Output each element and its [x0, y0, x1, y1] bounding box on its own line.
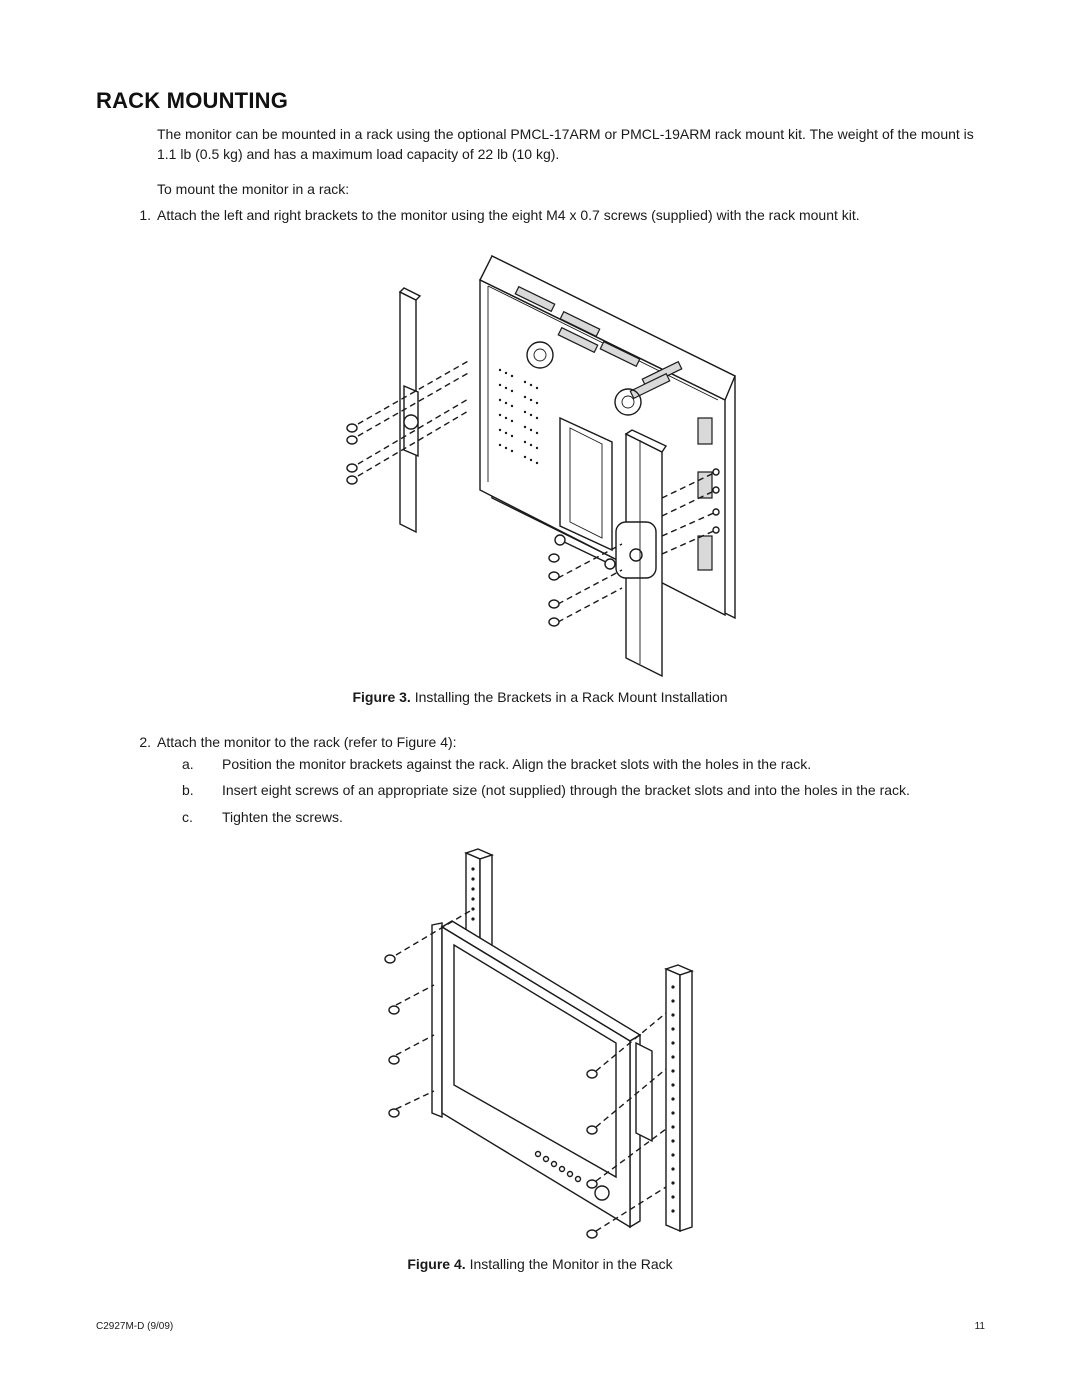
step-1-number: 1.	[139, 207, 151, 223]
left-rack-rail	[464, 848, 494, 957]
left-screw-paths	[357, 359, 471, 477]
bracket-installation-drawing	[346, 254, 736, 678]
left-screws	[384, 954, 400, 1118]
substep-a-text: Position the monitor brackets against th…	[222, 756, 812, 772]
monitor-screen	[453, 943, 617, 1179]
lead-in-text: To mount the monitor in a rack:	[157, 181, 350, 197]
left-flange	[431, 922, 443, 1119]
monitor-front	[441, 925, 631, 1229]
figure-3-caption: Figure 3. Installing the Brackets in a R…	[0, 689, 1080, 705]
substep-c-text: Tighten the screws.	[222, 809, 343, 825]
footer-doc-id: C2927M-D (9/09)	[96, 1321, 174, 1332]
step-1: 1. Attach the left and right brackets to…	[139, 205, 997, 225]
monitor-in-rack-drawing	[384, 848, 694, 1239]
figure-4-illustration	[370, 845, 710, 1245]
figure-4-label: Figure 4.	[407, 1256, 466, 1272]
substep-b-text: Insert eight screws of an appropriate si…	[222, 782, 910, 798]
front-buttons	[534, 1150, 610, 1201]
left-screw-paths	[395, 910, 471, 1110]
substep-b: b. Insert eight screws of an appropriate…	[182, 780, 1002, 800]
footer-page-number: 11	[974, 1321, 985, 1332]
figure-4-caption: Figure 4. Installing the Monitor in the …	[0, 1256, 1080, 1272]
substep-a: a. Position the monitor brackets against…	[182, 754, 1002, 774]
right-screws	[548, 468, 720, 627]
substep-a-letter: a.	[182, 756, 194, 772]
intro-paragraph: The monitor can be mounted in a rack usi…	[157, 126, 974, 162]
substep-b-letter: b.	[182, 782, 194, 798]
substep-c: c. Tighten the screws.	[182, 807, 1002, 827]
right-screws	[586, 1069, 598, 1239]
fan-right	[614, 388, 642, 416]
right-screw-paths	[557, 471, 717, 623]
figure-3-label: Figure 3.	[352, 689, 411, 705]
step-2: 2. Attach the monitor to the rack (refer…	[139, 732, 997, 752]
figure-3-illustration	[320, 250, 750, 680]
step-2-number: 2.	[139, 734, 151, 750]
right-flange	[635, 1041, 653, 1143]
right-screw-paths	[595, 1012, 667, 1232]
figure-3-caption-text: Installing the Brackets in a Rack Mount …	[414, 689, 728, 705]
right-rack-rail	[664, 964, 694, 1233]
step-1-text: Attach the left and right brackets to th…	[157, 207, 860, 223]
step-2-text: Attach the monitor to the rack (refer to…	[157, 734, 457, 750]
vent-slots	[514, 285, 683, 400]
right-bracket	[615, 429, 668, 678]
left-screws	[346, 423, 358, 485]
fan-left	[526, 341, 554, 369]
figure-4-caption-text: Installing the Monitor in the Rack	[469, 1256, 673, 1272]
page-heading: RACK MOUNTING	[96, 88, 289, 113]
substep-c-letter: c.	[182, 809, 193, 825]
